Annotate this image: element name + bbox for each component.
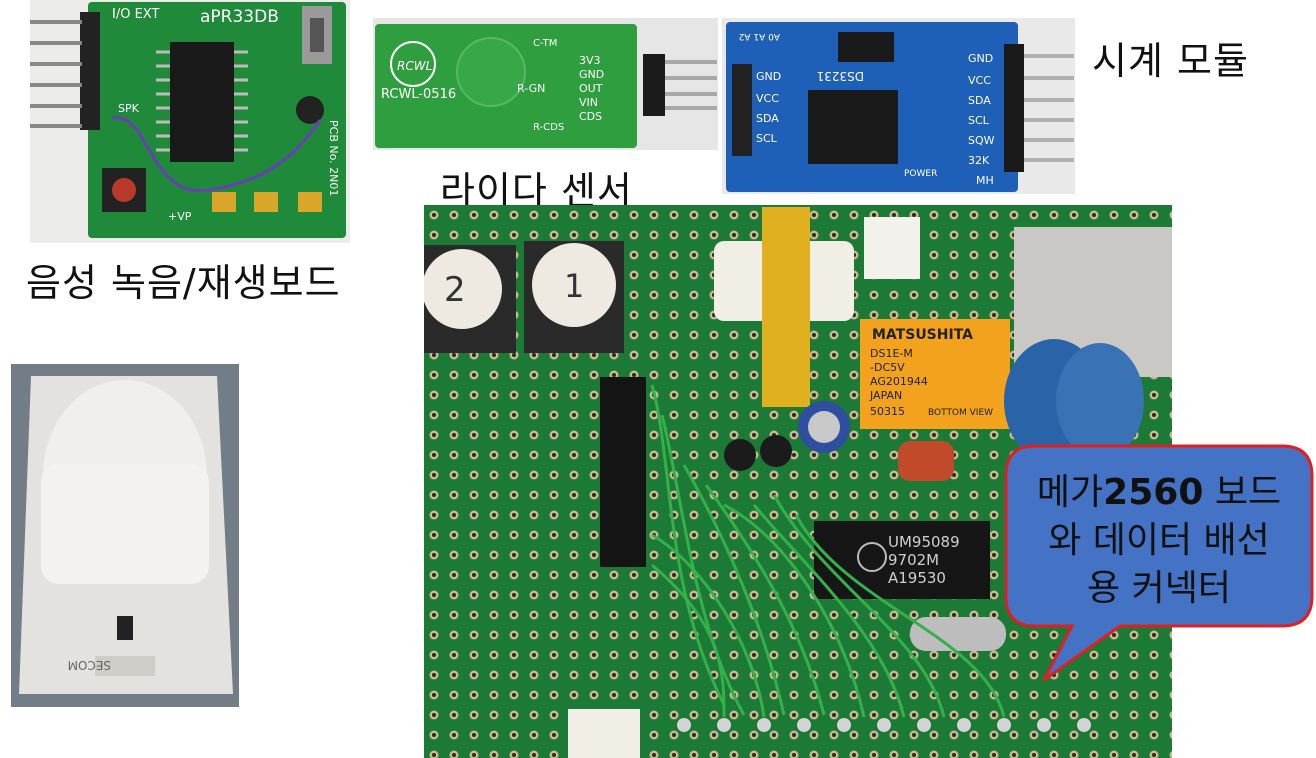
ctm-label: C-TM [533, 38, 557, 49]
right-pin-gnd: GND [968, 52, 993, 65]
right-pin-vcc: VCC [968, 74, 991, 87]
relay-line-3: AG201944 [870, 375, 928, 388]
pin-gnd: GND [579, 68, 604, 81]
clock-module-photo: DS3231 A0 A1 A2 GND VCC SDA SCL GND VCC … [722, 18, 1075, 194]
voice-board-caption: 음성 녹음/재생보드 [26, 261, 341, 305]
left-pin-vcc: VCC [756, 92, 779, 105]
button-2-label: 2 [444, 270, 466, 310]
relay-line-4: JAPAN [869, 389, 902, 402]
relay-brand: MATSUSHITA [872, 327, 973, 343]
rgn-label: R-GN [517, 82, 545, 95]
rcds-label: R-CDS [533, 122, 564, 133]
rcwl-brand: RCWL [397, 59, 432, 73]
right-pin-sda: SDA [968, 94, 991, 107]
button-1-label: 1 [564, 267, 584, 305]
io-label: I/O EXT [112, 7, 159, 22]
vp-label: +VP [168, 210, 192, 223]
clock-module-caption: 시계 모듈 [1092, 39, 1249, 83]
spk-label: SPK [118, 102, 140, 115]
relay-line-2: -DC5V [870, 361, 905, 374]
model-label: aPR33DB [200, 7, 279, 27]
chip-label: DS3231 [817, 69, 864, 83]
pin-vin: VIN [579, 96, 598, 109]
callout-line-2: 와 데이터 배선 [1048, 520, 1270, 561]
right-pin-32k: 32K [968, 154, 990, 167]
callout-line-1: 메가2560 보드 [1037, 472, 1281, 513]
right-pin-scl: SCL [968, 114, 990, 127]
pcb-label: PCB No. 2N01 [327, 120, 340, 196]
callout-bubble: 메가2560 보드 와 데이터 배선 용 커넥터 [1000, 440, 1316, 690]
pir-sensor-photo: SECOM [11, 364, 239, 707]
relay-line-1: DS1E-M [870, 347, 913, 360]
pin-cds: CDS [579, 110, 602, 123]
callout-shape [1004, 444, 1314, 682]
left-pin-gnd: GND [756, 70, 781, 83]
secom-label: SECOM [68, 658, 111, 672]
chip-line-3: A19530 [888, 569, 946, 587]
callout-line-3: 용 커넥터 [1087, 568, 1231, 609]
pin-out: OUT [579, 82, 603, 95]
chip-line-2: 9702M [888, 551, 939, 569]
radar-sensor-photo: RCWL RCWL-0516 R-GN C-TM R-CDS 3V3 GND O… [373, 18, 718, 150]
chip-line-1: UM95089 [888, 533, 960, 551]
right-pin-sqw: SQW [968, 134, 995, 147]
mh-label: MH [976, 174, 994, 187]
left-pin-scl: SCL [756, 132, 778, 145]
relay-line-5: 50315 [870, 405, 905, 418]
rcwl-model: RCWL-0516 [381, 87, 456, 102]
power-label: POWER [904, 169, 937, 179]
left-pin-sda: SDA [756, 112, 779, 125]
addr-label: A0 A1 A2 [739, 31, 780, 41]
voice-board-photo: I/O EXT aPR33DB SPK +VP PCB No. 2N01 [30, 0, 350, 243]
relay-bottom-view: BOTTOM VIEW [928, 408, 993, 418]
pin-3v3: 3V3 [579, 54, 601, 67]
